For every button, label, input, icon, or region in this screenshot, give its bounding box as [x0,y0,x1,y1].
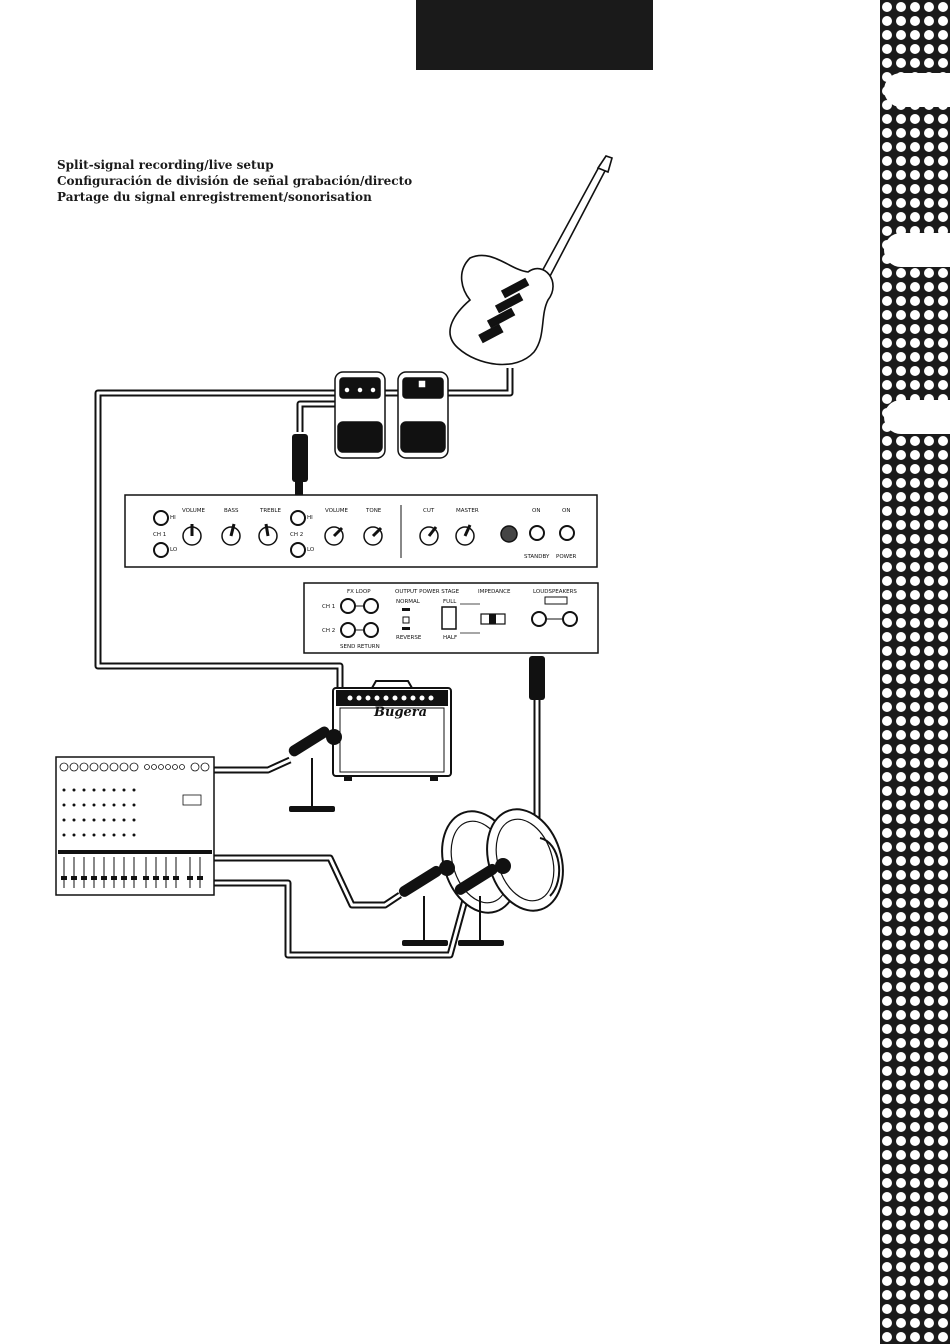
label-output-power-stage: OUTPUT POWER STAGE [395,589,460,595]
fx-ch1-return-jack[interactable] [363,598,379,614]
label-loudspeakers: LOUDSPEAKERS [533,589,577,595]
guitar-combo-amp: Bugera [332,680,452,781]
label-ch1-lo: LO [170,547,178,553]
power-switch[interactable] [559,525,575,541]
electric-guitar [449,155,613,366]
power-lamp [500,525,518,543]
caption-english: Split-signal recording/live setup [57,158,274,172]
amp-front-panel: HI LO CH 1 VOLUME BASS TREBLE HI LO CH 2… [124,494,598,568]
label-bass: BASS [224,508,239,514]
label-standby: STANDBY [524,554,550,560]
mixing-console [55,756,215,896]
ch1-lo-input-jack[interactable] [153,542,169,558]
jack-plug-pedal [292,434,308,482]
setup-diagram: HI LO CH 1 VOLUME BASS TREBLE HI LO CH 2… [55,155,613,959]
speaker-out-2-jack[interactable] [562,611,578,627]
jack-plug-speaker [529,656,545,700]
diagram-captions: Split-signal recording/live setup Config… [57,157,412,205]
label-ch1: CH 1 [153,532,166,538]
tuner-pedal [397,371,449,459]
label-half: HALF [443,635,457,641]
power-stage-switch[interactable] [402,616,410,624]
ch2-lo-input-jack[interactable] [290,542,306,558]
label-power: POWER [556,554,577,560]
caption-french: Partage du signal enregistrement/sonoris… [57,190,372,204]
label-impedance: IMPEDANCE [478,589,511,595]
caption-spanish: Configuración de división de señal graba… [57,174,413,188]
label-on-power: ON [562,508,570,514]
fx-ch1-send-jack[interactable] [340,598,356,614]
standby-switch[interactable] [529,525,545,541]
full-half-switch[interactable] [441,606,457,630]
ch2-hi-input-jack[interactable] [290,510,306,526]
label-on-standby: ON [532,508,540,514]
label-ch2: CH 2 [290,532,303,538]
microphone-speaker-2 [454,858,511,946]
label-send-return: SEND RETURN [340,644,380,650]
dotted-side-strip [880,0,950,1344]
label-fx-ch1: CH 1 [322,604,335,610]
amp-brand-logo: Bugera [373,705,427,720]
label-reverse: REVERSE [396,635,422,641]
section-tab-2[interactable] [884,233,950,267]
label-normal: NORMAL [396,599,421,605]
effects-pedal-1 [334,371,386,459]
label-ch2-lo: LO [307,547,315,553]
label-volume: VOLUME [182,508,206,514]
ch1-hi-input-jack[interactable] [153,510,169,526]
header-block [416,0,653,70]
label-cut: CUT [423,508,435,514]
label-ch2-hi: HI [307,515,313,521]
speaker-out-1-jack[interactable] [531,611,547,627]
fx-ch2-send-jack[interactable] [340,622,356,638]
microphone-speaker-1 [398,860,455,946]
label-master: MASTER [456,508,479,514]
label-fx-ch2: CH 2 [322,628,335,634]
label-tone: TONE [365,508,382,514]
microphone-combo-amp [288,726,342,812]
fx-ch2-return-jack[interactable] [363,622,379,638]
label-full: FULL [443,599,457,605]
label-ch1-hi: HI [170,515,176,521]
section-tab-1[interactable] [884,73,950,107]
section-tab-3[interactable] [884,400,950,434]
amp-rear-panel: FX LOOP CH 1 CH 2 SEND RETURN OUTPUT POW… [303,582,599,654]
label-treble: TREBLE [259,508,281,514]
label-volume-ch2: VOLUME [325,508,349,514]
label-fx-loop: FX LOOP [347,589,371,595]
